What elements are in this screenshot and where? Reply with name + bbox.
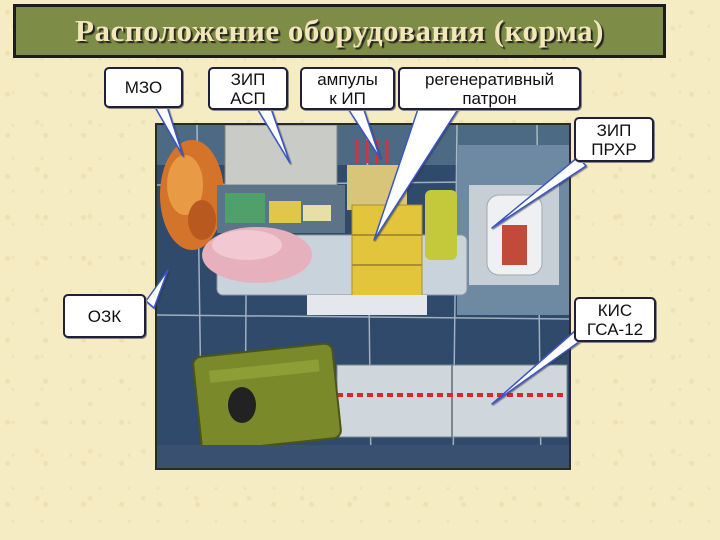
label-ampuly: ампулы к ИП bbox=[300, 67, 395, 110]
title-banner: Расположение оборудования (корма) bbox=[13, 4, 666, 58]
label-ozk-text: ОЗК bbox=[87, 306, 122, 326]
label-kis-text: КИС ГСА-12 bbox=[586, 300, 644, 339]
label-zip-asp-text: ЗИП АСП bbox=[230, 69, 266, 108]
label-ozk: ОЗК bbox=[63, 294, 146, 338]
label-zip-prhr-text: ЗИП ПРХР bbox=[591, 120, 637, 159]
label-patron-text: регенеративный патрон bbox=[425, 69, 554, 108]
label-mzo-text: МЗО bbox=[124, 78, 163, 97]
label-ampuly-text: ампулы к ИП bbox=[317, 69, 378, 108]
label-zip-asp: ЗИП АСП bbox=[208, 67, 288, 110]
slide-title: Расположение оборудования (корма) bbox=[75, 13, 604, 48]
label-patron: регенеративный патрон bbox=[398, 67, 581, 110]
label-kis: КИС ГСА-12 bbox=[574, 297, 656, 342]
label-zip-prhr: ЗИП ПРХР bbox=[574, 117, 654, 162]
equipment-illustration bbox=[155, 123, 571, 470]
label-mzo: МЗО bbox=[104, 67, 183, 108]
